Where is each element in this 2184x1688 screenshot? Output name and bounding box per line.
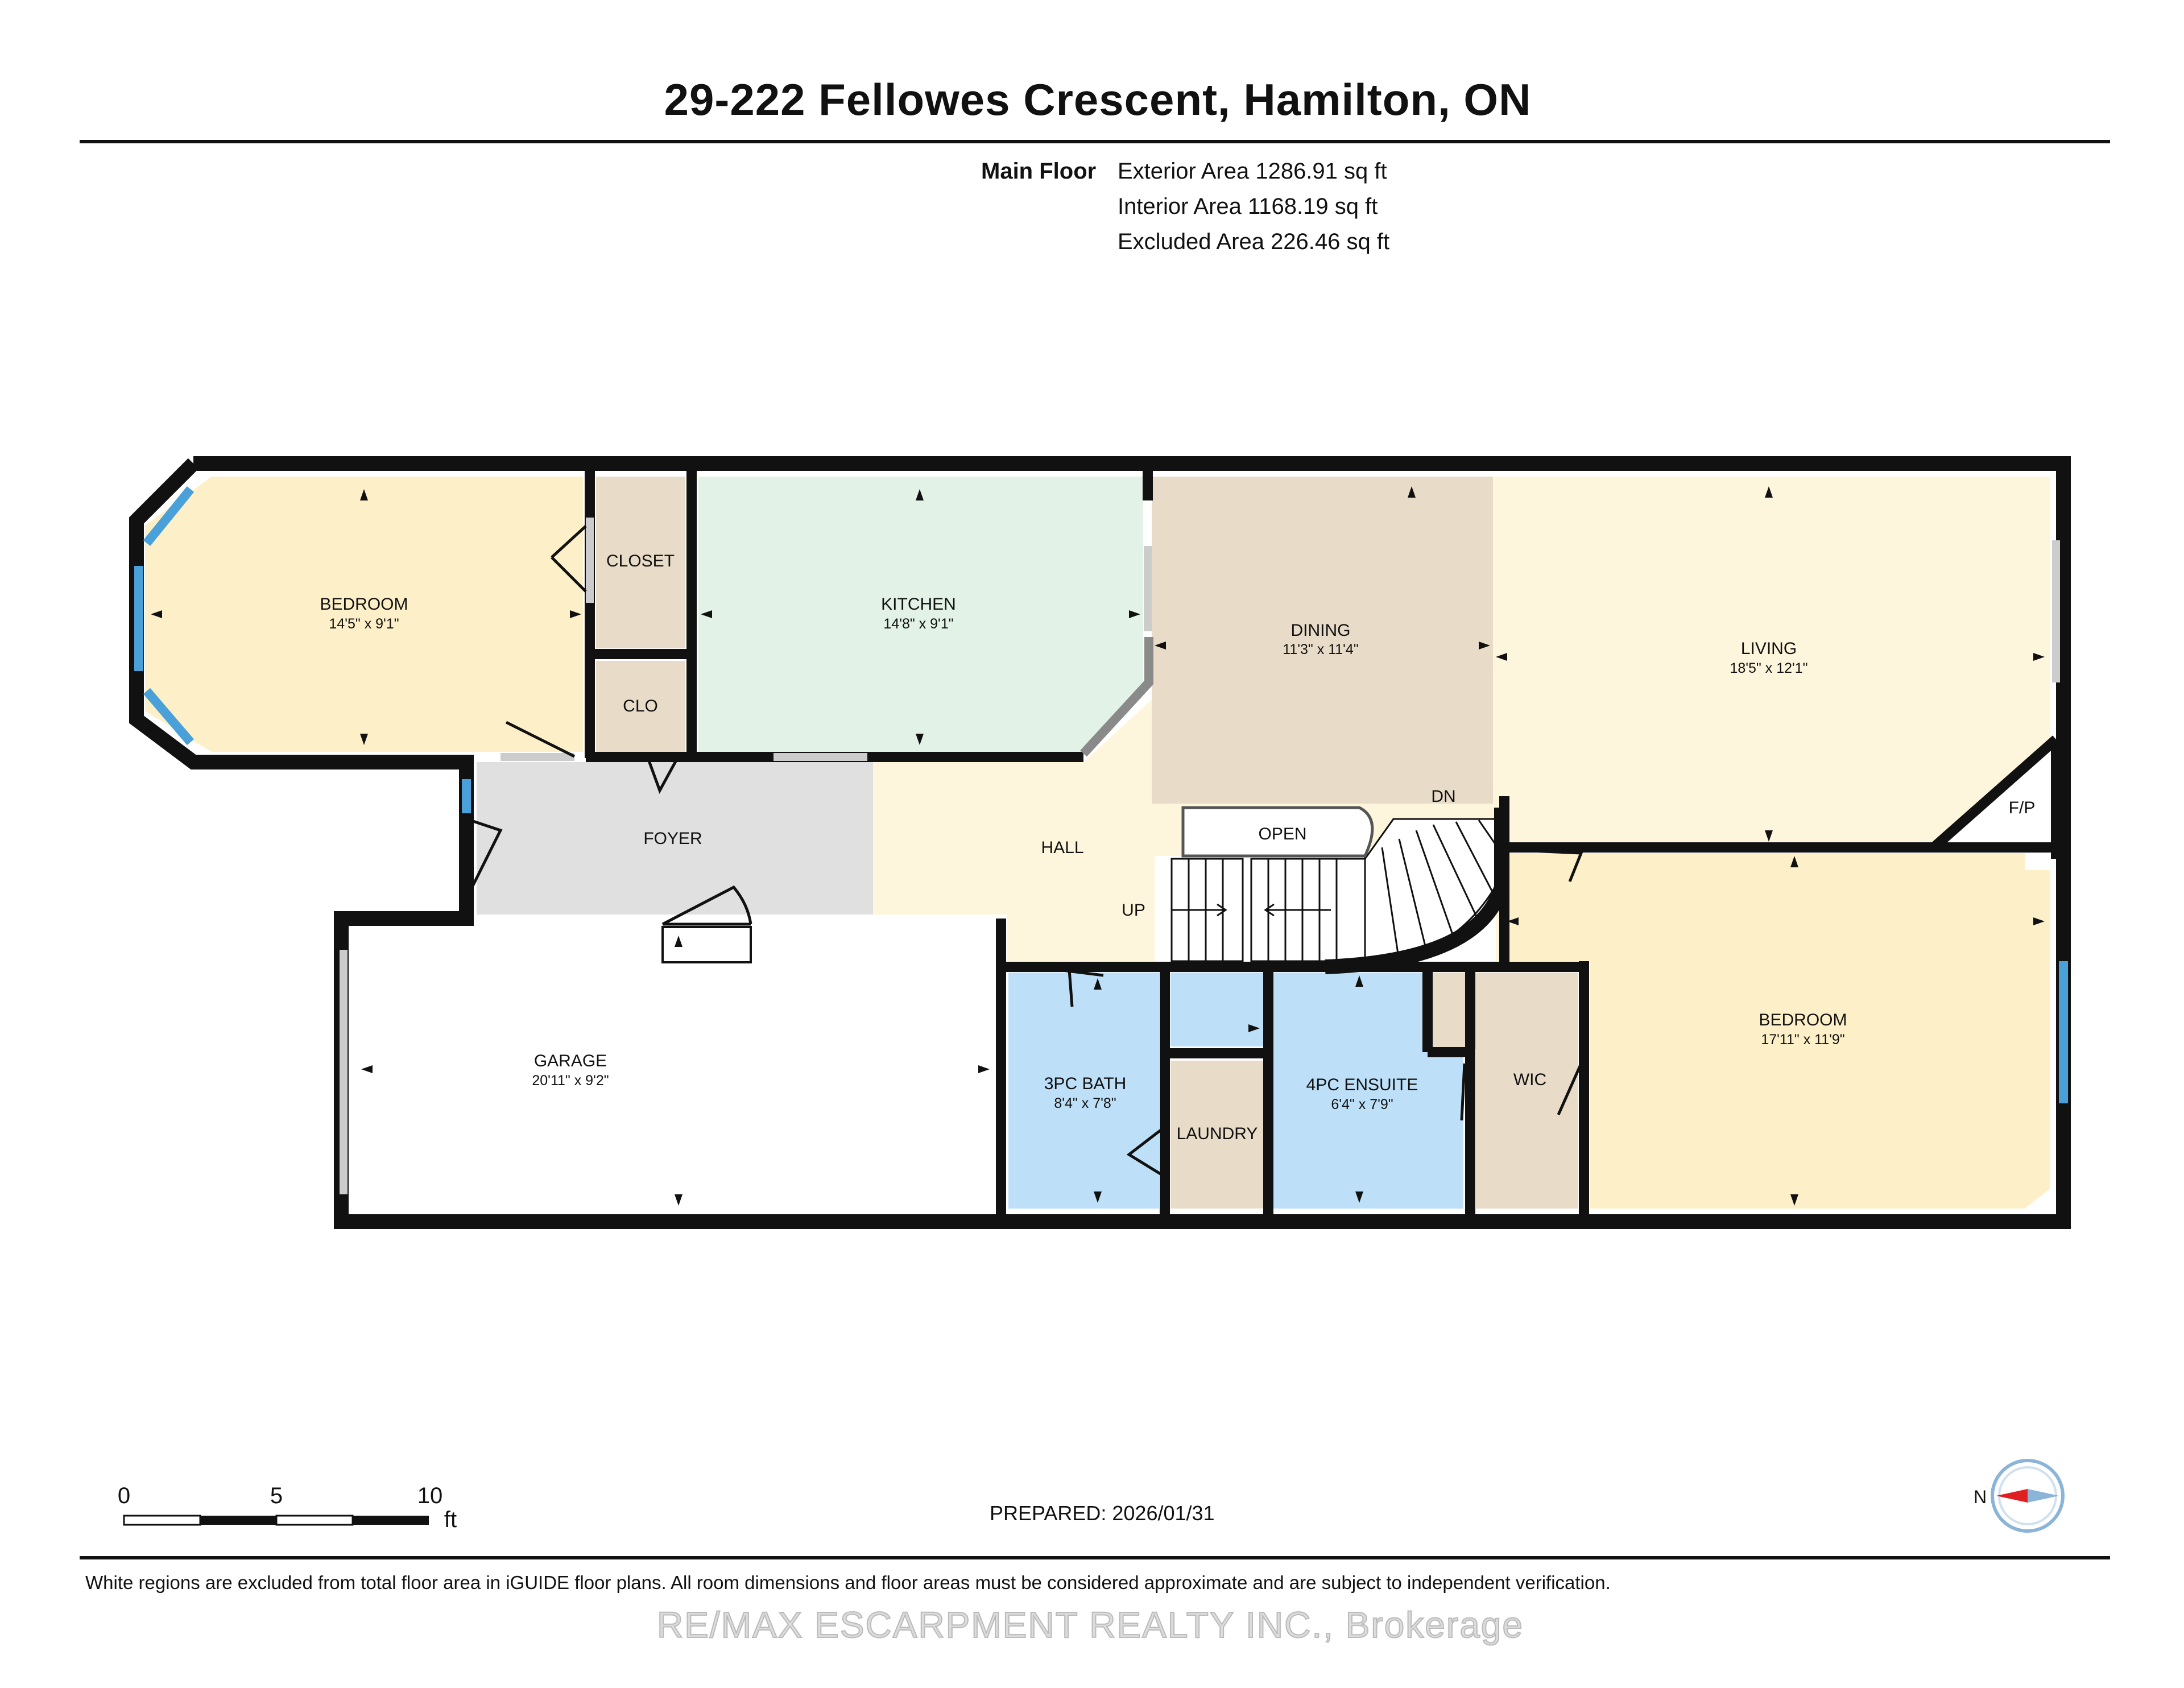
bedroom-1-label: BEDROOM <box>320 595 408 614</box>
open-railing <box>1181 806 1374 858</box>
brokerage-watermark: RE/MAX ESCARPMENT REALTY INC., Brokerage <box>656 1604 1524 1646</box>
exterior-area: Exterior Area 1286.91 sq ft <box>1118 159 1387 184</box>
windows <box>134 486 2068 1103</box>
living-dims: 18'5" x 12'1" <box>1730 660 1807 676</box>
hall-label: HALL <box>1041 838 1083 857</box>
laundry-fill <box>1170 1061 1264 1209</box>
kitchen-label: KITCHEN <box>881 595 956 614</box>
prepared-date: PREPARED: 2026/01/31 <box>990 1501 1215 1525</box>
compass-icon: N <box>1974 1459 2065 1533</box>
laundry-label: LAUNDRY <box>1177 1124 1258 1143</box>
bath-3pc-dims: 8'4" x 7'8" <box>1054 1095 1116 1111</box>
compass-n-label: N <box>1974 1487 1987 1507</box>
stairs-up-label: UP <box>1122 901 1145 920</box>
title-divider <box>80 140 2110 143</box>
bedroom-2-label: BEDROOM <box>1759 1011 1847 1029</box>
dining-fill <box>1152 477 1493 804</box>
kitchen-fill <box>698 477 1143 752</box>
dining-label: DINING <box>1291 621 1351 640</box>
scale-label-0: 0 <box>118 1483 130 1508</box>
foyer-fill <box>477 762 873 915</box>
scale-label-5: 5 <box>270 1483 283 1508</box>
footer-disclaimer: White regions are excluded from total fl… <box>85 1572 1611 1593</box>
wic-label: WIC <box>1513 1070 1546 1089</box>
kitchen-dims: 14'8" x 9'1" <box>883 616 953 632</box>
ensuite-dims: 6'4" x 7'9" <box>1331 1097 1393 1112</box>
closet-fill <box>596 477 685 648</box>
bath-3pc-alcove-fill <box>1170 973 1264 1046</box>
dining-dims: 11'3" x 11'4" <box>1283 642 1358 657</box>
foyer-label: FOYER <box>643 829 702 848</box>
kitchen-angled-wall <box>1080 637 1153 757</box>
dimension-markers <box>151 486 2045 1206</box>
door-swings <box>465 525 1583 1179</box>
living-fill <box>1493 477 2050 842</box>
page-title: 29-222 Fellowes Crescent, Hamilton, ON <box>664 75 1532 125</box>
bedroom-2-fill <box>1504 853 2050 1209</box>
stair-curve-wall <box>1325 808 1509 974</box>
open-label: OPEN <box>1258 825 1306 843</box>
garage-label: GARAGE <box>534 1052 607 1070</box>
bedroom-1-dims: 14'5" x 9'1" <box>329 616 399 632</box>
closet-label: CLOSET <box>606 552 675 570</box>
excluded-area: Excluded Area 226.46 sq ft <box>1118 229 1390 254</box>
scale-bar: 0 5 10 ft <box>118 1483 457 1532</box>
garage-fill <box>353 927 995 1209</box>
stair-arrows <box>1172 903 1331 917</box>
fireplace-label: F/P <box>2009 799 2036 817</box>
bedroom-1-fill <box>145 477 583 752</box>
ensuite-label: 4PC ENSUITE <box>1306 1075 1418 1094</box>
scale-label-10: 10 <box>417 1483 443 1508</box>
bath-3pc-fill <box>1008 973 1159 1209</box>
openings <box>340 518 2060 1194</box>
clo-fill <box>596 661 685 752</box>
bath-3pc-label: 3PC BATH <box>1044 1074 1126 1093</box>
garage-dims: 20'11" x 9'2" <box>532 1073 609 1089</box>
floor-label: Main Floor <box>981 159 1097 184</box>
area-values: Exterior Area 1286.91 sq ft Interior Are… <box>1118 154 1389 259</box>
bedroom-2-dims: 17'11" x 11'9" <box>1761 1032 1844 1048</box>
garage-entry-step <box>661 926 752 963</box>
stairs-down-label: DN <box>1431 787 1455 806</box>
living-label: LIVING <box>1741 639 1797 658</box>
interior-area: Interior Area 1168.19 sq ft <box>1118 194 1378 219</box>
scale-unit: ft <box>444 1507 457 1532</box>
clo-label: CLO <box>623 697 658 715</box>
footer-divider <box>80 1556 2110 1559</box>
